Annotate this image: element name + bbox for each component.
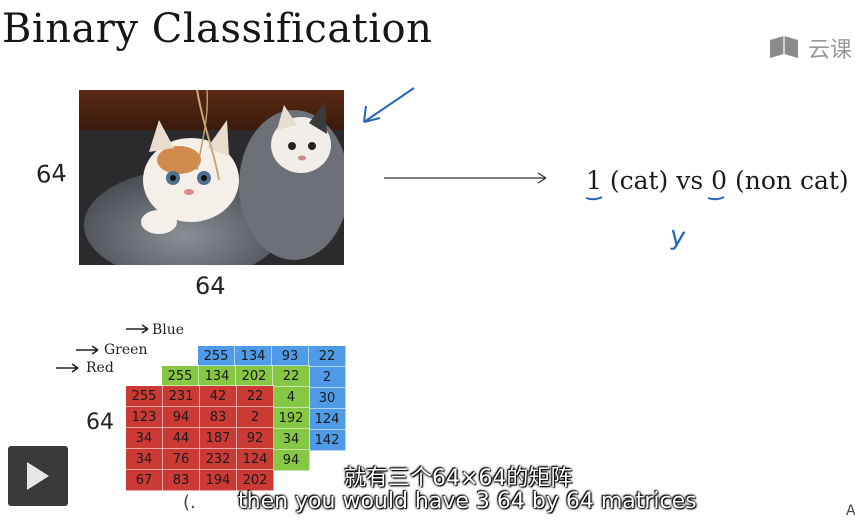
logo-text: 云课 [808, 38, 853, 63]
underline-one [585, 196, 603, 201]
grid-cell: 34 [125, 448, 163, 470]
grid-cell: 187 [199, 427, 237, 449]
grid-cell: 44 [162, 427, 200, 449]
grid-cell: 124 [308, 408, 346, 430]
grid-cell: 2 [308, 366, 346, 388]
grid-cell: 34 [272, 428, 310, 450]
grid-cell: 134 [198, 365, 236, 387]
table-row: 67 83 194 202 [125, 469, 274, 491]
grid-cell: 22 [236, 385, 274, 407]
binary-label-line: 1 (cat) vs 0 (non cat) [586, 166, 849, 195]
grid-cell: 34 [125, 427, 163, 449]
grid-cell: 94 [272, 449, 310, 471]
grid-cell: 255 [161, 365, 199, 387]
grid-cell: 22 [308, 345, 346, 367]
corner-text: A [846, 503, 855, 519]
grid-cell: 83 [199, 406, 237, 428]
red-channel-grid: 255 231 42 22 123 94 83 2 34 44 187 92 3… [125, 385, 274, 491]
green-arrow-icon [76, 345, 99, 355]
label-text-mid: (cat) vs [601, 166, 712, 195]
grid-cell: 202 [235, 365, 273, 387]
channel-label-red: Red [86, 360, 114, 376]
channel-label-blue: Blue [152, 322, 185, 338]
grid-cell: 42 [199, 385, 237, 407]
underline-zero [707, 196, 725, 201]
label-text-end: (non cat) [727, 166, 849, 195]
grid-cell: 255 [125, 385, 163, 407]
paren-mark: (. [183, 492, 196, 513]
cloud-course-logo-icon [770, 36, 798, 58]
arrow-right [384, 172, 547, 184]
grid-cell: 22 [272, 365, 310, 387]
grid-cell: 194 [199, 469, 237, 491]
grid-cell: 93 [271, 345, 309, 367]
cat-photo [79, 90, 344, 265]
table-row: 255 134 202 22 [161, 365, 310, 387]
grid-cell: 2 [236, 406, 274, 428]
red-arrow-icon [56, 363, 79, 373]
blue-arrow-icon [126, 324, 149, 334]
grid-cell: 4 [272, 386, 310, 408]
grid-cell: 231 [162, 385, 200, 407]
grid-height-label: 64 [86, 410, 114, 435]
grid-cell: 92 [236, 427, 274, 449]
table-row: 34 76 232 124 [125, 448, 274, 470]
grid-cell: 76 [162, 448, 200, 470]
pointer-arrow-annotation [363, 87, 415, 123]
table-row: 255 134 93 22 [197, 345, 346, 367]
channel-label-green: Green [104, 342, 148, 358]
grid-cell: 30 [308, 387, 346, 409]
grid-cell: 192 [272, 407, 310, 429]
image-height-label: 64 [35, 158, 68, 190]
grid-cell: 123 [125, 406, 163, 428]
grid-cell: 202 [236, 469, 274, 491]
grid-cell: 94 [162, 406, 200, 428]
y-annotation: y [667, 221, 688, 253]
grid-cell: 232 [199, 448, 237, 470]
table-row: 255 231 42 22 [125, 385, 274, 407]
table-row: 34 44 187 92 [125, 427, 274, 449]
grid-cell: 134 [234, 345, 272, 367]
table-row: 123 94 83 2 [125, 406, 274, 428]
label-zero: 0 [711, 166, 728, 195]
grid-cell: 255 [197, 345, 235, 367]
grid-cell: 124 [236, 448, 274, 470]
grid-cell: 142 [308, 429, 346, 451]
label-one: 1 [586, 166, 602, 195]
image-width-label: 64 [195, 272, 226, 300]
grid-cell: 83 [162, 469, 200, 491]
play-button[interactable] [8, 446, 68, 506]
grid-cell: 67 [125, 469, 163, 491]
play-icon [27, 462, 49, 490]
subtitle-chinese: 就有三个64×64的矩阵 [344, 466, 573, 491]
subtitle-english: then you would have 3 64 by 64 matrices [238, 489, 697, 514]
slide-title: Binary Classification [2, 6, 433, 52]
